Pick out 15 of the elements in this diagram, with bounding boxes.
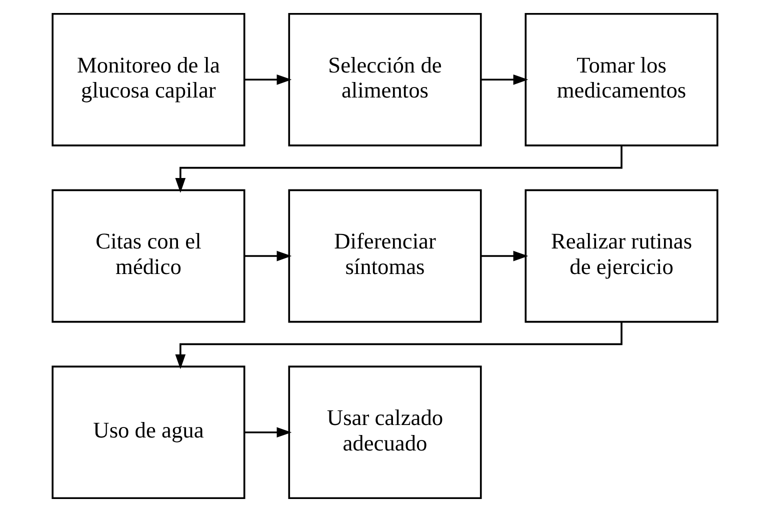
node-box: Usar calzado adecuado <box>288 366 482 500</box>
arrow <box>481 74 528 85</box>
arrow <box>175 322 622 370</box>
arrow <box>175 146 622 193</box>
node-box: Selección de alimentos <box>288 12 482 146</box>
node-box: Citas con el médico <box>52 189 246 323</box>
node-box: Diferenciar síntomas <box>288 189 482 323</box>
arrow <box>244 250 292 262</box>
arrow <box>244 74 292 85</box>
node-box: Tomar los medicamentos <box>524 12 718 146</box>
arrow <box>244 427 292 438</box>
node-box: Uso de agua <box>52 366 246 500</box>
node-box: Realizar rutinas de ejercicio <box>524 189 718 323</box>
node-box: Monitoreo de la glucosa capilar <box>52 12 246 146</box>
arrow <box>481 250 528 262</box>
